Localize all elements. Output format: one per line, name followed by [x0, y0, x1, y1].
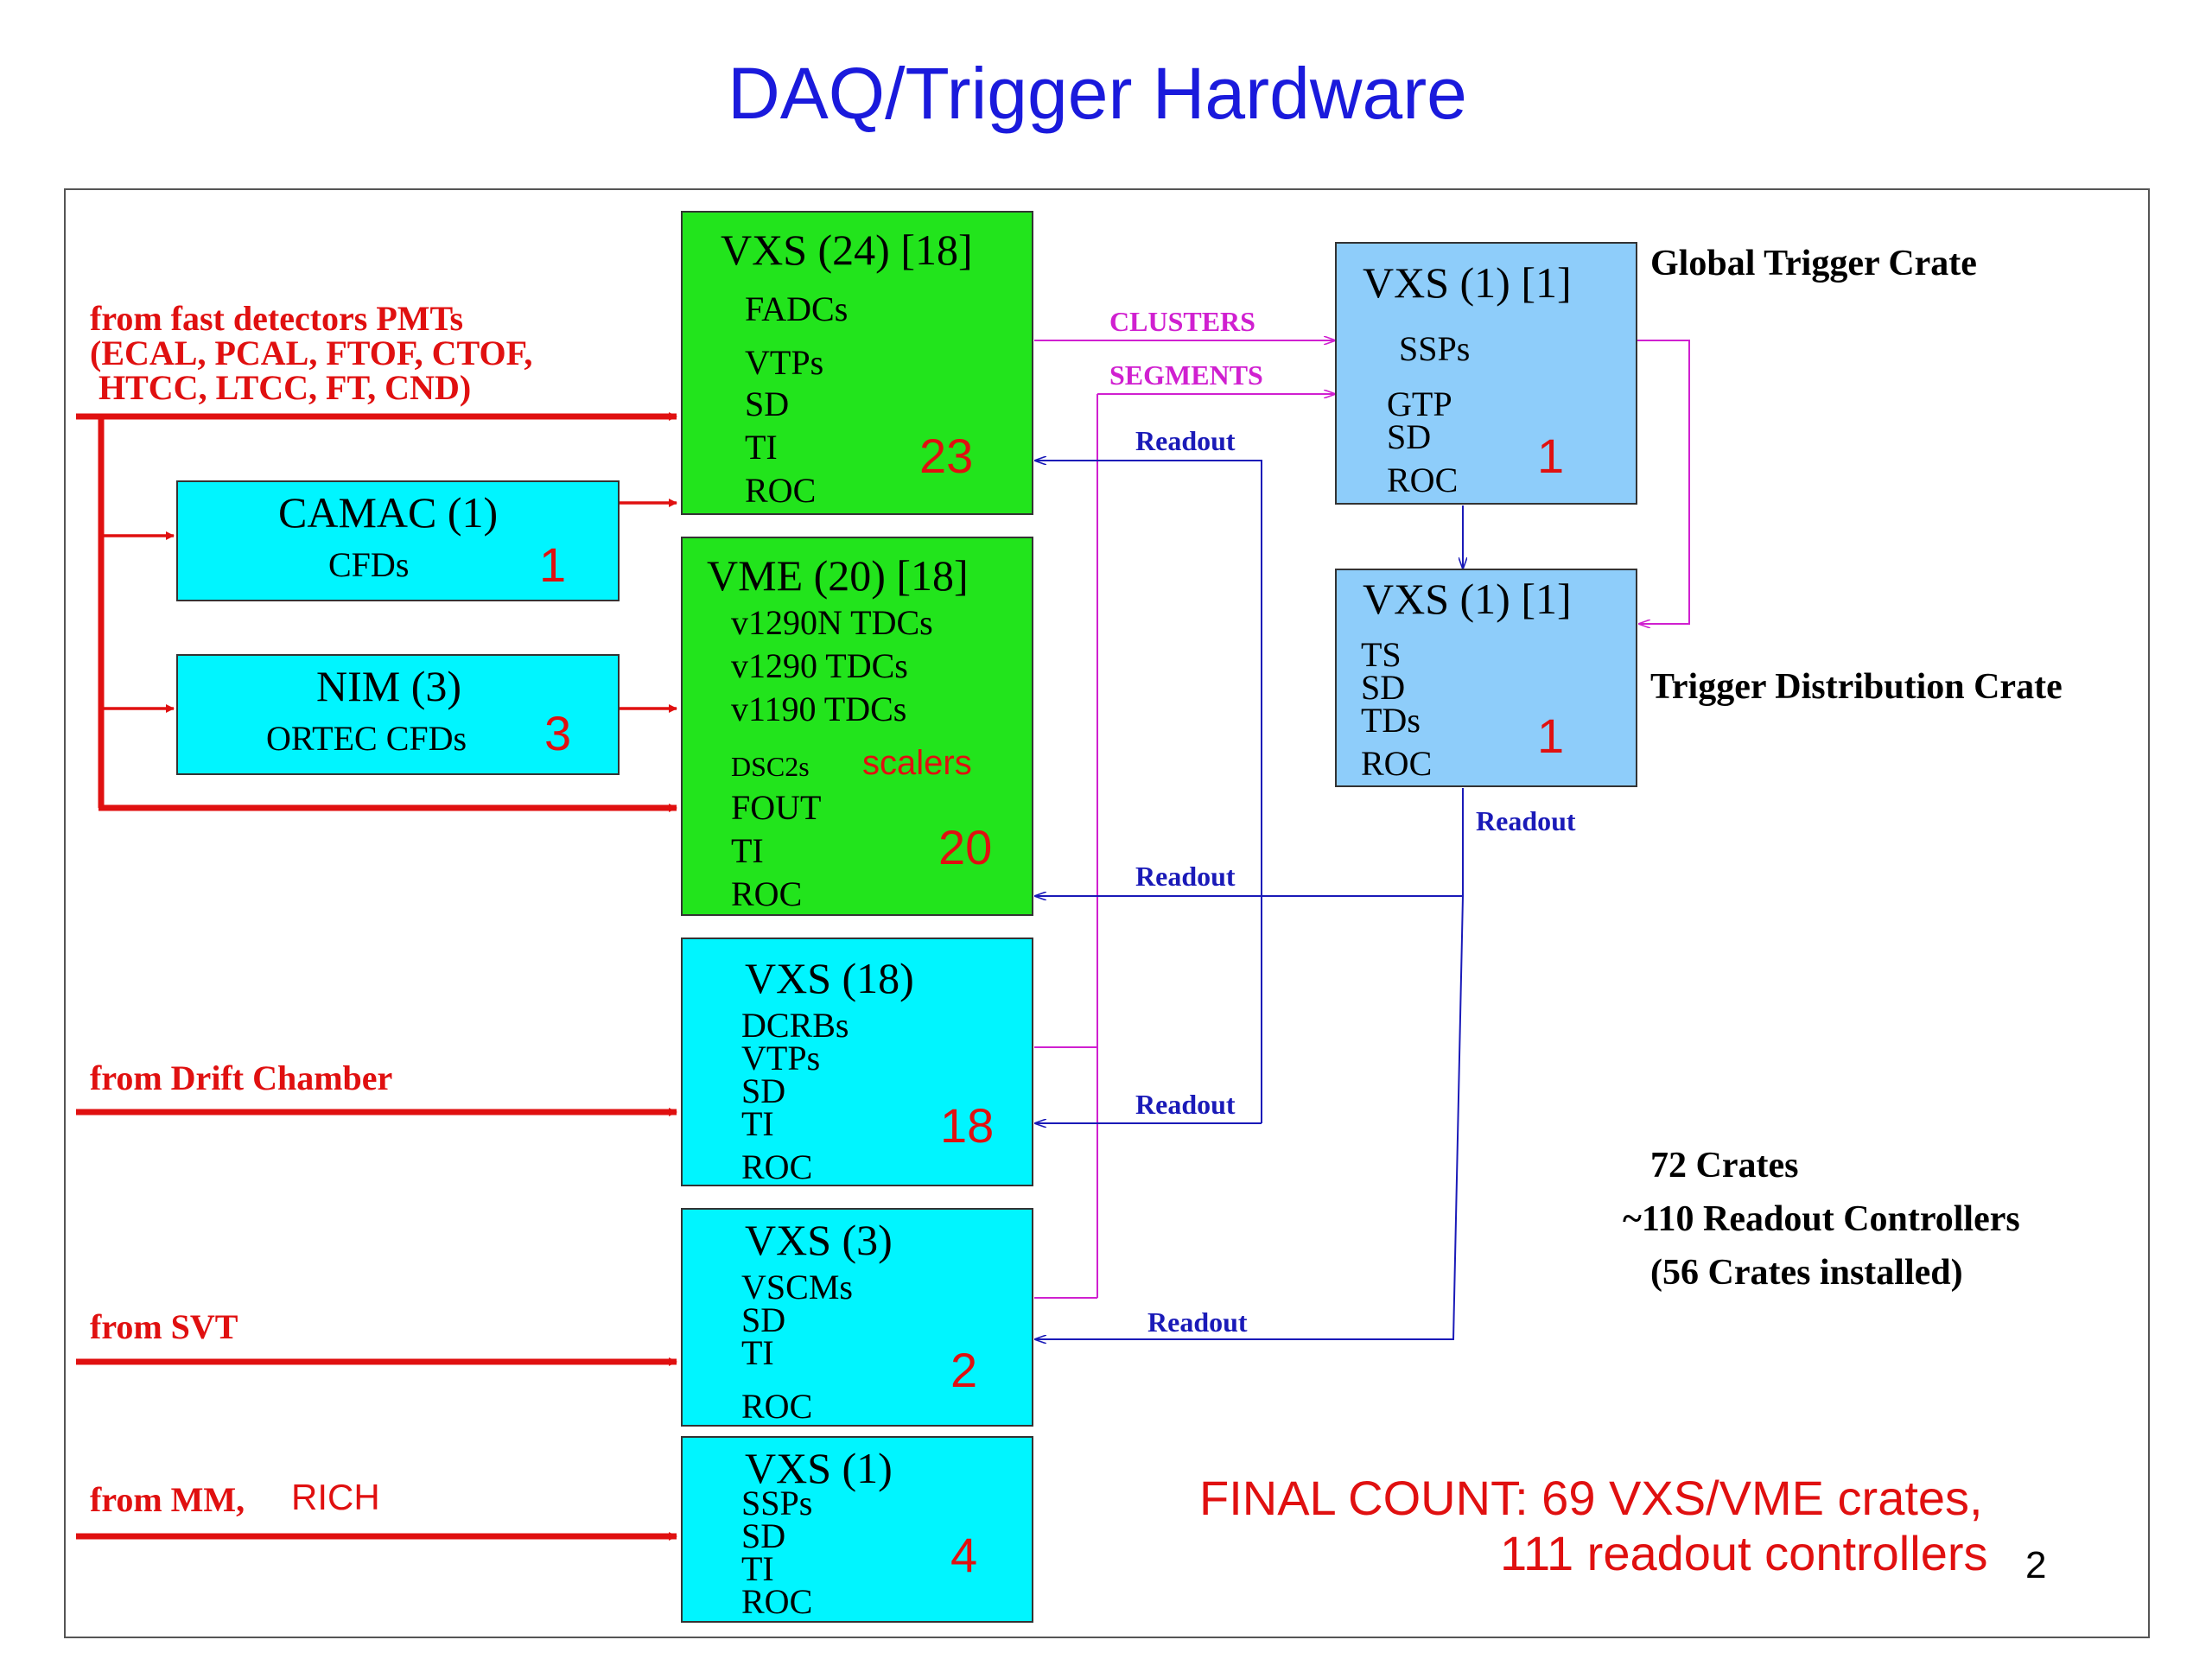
- vxs-1-title: VXS (1): [745, 1444, 893, 1492]
- source-drift-chamber: from Drift Chamber: [90, 1058, 393, 1097]
- branch-lines: [101, 499, 677, 713]
- vxs-24-module: VTPs: [745, 343, 824, 382]
- tdc-module: ROC: [1361, 744, 1433, 783]
- vxs-24-module: FADCs: [745, 289, 849, 328]
- vxs-18-count: 18: [940, 1098, 995, 1153]
- vxs-24-crate: VXS (24) [18] FADCs VTPs SD TI ROC 23: [681, 211, 1033, 515]
- gtc-module: GTP: [1387, 385, 1452, 423]
- nim-modules: ORTEC CFDs: [266, 719, 467, 758]
- final-count-line-2: 111 readout controllers: [1500, 1526, 1988, 1580]
- vxs-1-crate: VXS (1) SSPs SD TI ROC 4: [681, 1436, 1033, 1623]
- nim-crate: NIM (3) ORTEC CFDs 3: [176, 654, 620, 775]
- vme-20-module: v1290 TDCs: [731, 646, 908, 685]
- summary-readout-controllers: ~110 Readout Controllers: [1623, 1199, 2020, 1239]
- trigger-distribution-crate-label: Trigger Distribution Crate: [1650, 667, 2063, 707]
- source-fast-line-1: from fast detectors PMTs: [90, 299, 464, 338]
- camac-count: 1: [539, 537, 567, 592]
- segments-label: SEGMENTS: [1109, 359, 1263, 391]
- vxs-24-module: TI: [745, 428, 778, 467]
- vxs-24-count: 23: [919, 429, 974, 483]
- global-trigger-crate: VXS (1) [1] SSPs GTP SD ROC 1: [1335, 242, 1637, 505]
- vxs-3-crate: VXS (3) VSCMs SD TI ROC 2: [681, 1208, 1033, 1427]
- vme-20-title: VME (20) [18]: [707, 551, 969, 600]
- nim-title: NIM (3): [316, 662, 462, 710]
- vxs-3-count: 2: [950, 1343, 978, 1397]
- source-fast-line-2: (ECAL, PCAL, FTOF, CTOF,: [90, 334, 533, 372]
- vme-20-count: 20: [938, 820, 993, 874]
- summary-crates: 72 Crates: [1650, 1146, 1799, 1185]
- vxs-3-module: ROC: [741, 1387, 813, 1426]
- gtc-title: VXS (1) [1]: [1363, 258, 1572, 307]
- vxs-3-title: VXS (3): [745, 1216, 893, 1264]
- source-fast-line-3: HTCC, LTCC, FT, CND): [90, 368, 472, 407]
- vme-20-module: FOUT: [731, 788, 822, 827]
- vme-20-module: v1290N TDCs: [731, 603, 933, 642]
- global-trigger-crate-label: Global Trigger Crate: [1650, 244, 1977, 283]
- vxs-24-module: SD: [745, 385, 790, 423]
- trigger-data-lines: [1034, 340, 1690, 1299]
- camac-crate: CAMAC (1) CFDs 1: [176, 480, 620, 601]
- vme-20-module: DSC2s: [731, 751, 810, 782]
- vxs-1-module: SD: [741, 1516, 786, 1555]
- readout-label: Readout: [1135, 861, 1236, 892]
- vxs-3-module: SD: [741, 1300, 786, 1339]
- source-svt: from SVT: [90, 1307, 238, 1346]
- page-title: DAQ/Trigger Hardware: [728, 53, 1467, 134]
- readout-label: Readout: [1476, 805, 1576, 836]
- tdc-module: SD: [1361, 668, 1406, 707]
- vxs-1-module: SSPs: [741, 1484, 813, 1522]
- final-count-line-1: FINAL COUNT: 69 VXS/VME crates,: [1199, 1471, 1983, 1525]
- vme-20-module: TI: [731, 831, 764, 870]
- vme-20-crate: VME (20) [18] v1290N TDCs v1290 TDCs v11…: [681, 537, 1033, 916]
- tdc-title: VXS (1) [1]: [1363, 575, 1572, 623]
- vxs-1-module: ROC: [741, 1582, 813, 1621]
- vme-20-module: ROC: [731, 874, 803, 913]
- vxs-3-module: TI: [741, 1333, 774, 1372]
- vxs-18-crate: VXS (18) DCRBs VTPs SD TI ROC 18: [681, 938, 1033, 1186]
- page-number: 2: [2025, 1544, 2047, 1586]
- vxs-24-module: ROC: [745, 471, 817, 510]
- readout-label: Readout: [1135, 1089, 1236, 1120]
- detector-signal-lines: [76, 412, 677, 812]
- readout-label: Readout: [1147, 1306, 1248, 1338]
- vxs-24-title: VXS (24) [18]: [721, 226, 973, 274]
- vxs-18-module: TI: [741, 1104, 774, 1143]
- tdc-module: TDs: [1361, 701, 1421, 740]
- gtc-module: ROC: [1387, 461, 1459, 499]
- vxs-18-title: VXS (18): [745, 954, 914, 1002]
- readout-lines: [1035, 461, 1463, 1339]
- source-fast-detectors: from fast detectors PMTs (ECAL, PCAL, FT…: [90, 302, 532, 405]
- gtc-count: 1: [1537, 429, 1565, 483]
- source-mm: from MM,: [90, 1480, 245, 1519]
- summary-installed: (56 Crates installed): [1650, 1253, 1963, 1293]
- tdc-count: 1: [1537, 709, 1565, 763]
- gtc-module: SD: [1387, 417, 1432, 456]
- readout-label: Readout: [1135, 425, 1236, 456]
- vxs-18-module: VTPs: [741, 1039, 821, 1077]
- vxs-18-module: ROC: [741, 1147, 813, 1186]
- diagram-frame: [64, 188, 2150, 1638]
- vxs-3-module: VSCMs: [741, 1268, 853, 1306]
- vxs-1-count: 4: [950, 1528, 978, 1582]
- camac-title: CAMAC (1): [278, 488, 499, 537]
- gtc-module: SSPs: [1399, 329, 1471, 368]
- vme-20-module: v1190 TDCs: [731, 690, 907, 728]
- vxs-18-module: DCRBs: [741, 1006, 849, 1045]
- vxs-1-module: TI: [741, 1549, 774, 1588]
- source-lines: [76, 1108, 677, 1541]
- camac-modules: CFDs: [328, 545, 410, 584]
- source-rich: RICH: [291, 1477, 380, 1517]
- nim-count: 3: [544, 706, 572, 760]
- clusters-label: CLUSTERS: [1109, 306, 1255, 337]
- vme-20-scalers: scalers: [862, 744, 972, 782]
- trigger-distribution-crate: VXS (1) [1] TS SD TDs ROC 1: [1335, 569, 1637, 787]
- tdc-module: TS: [1361, 635, 1402, 674]
- vxs-18-module: SD: [741, 1071, 786, 1110]
